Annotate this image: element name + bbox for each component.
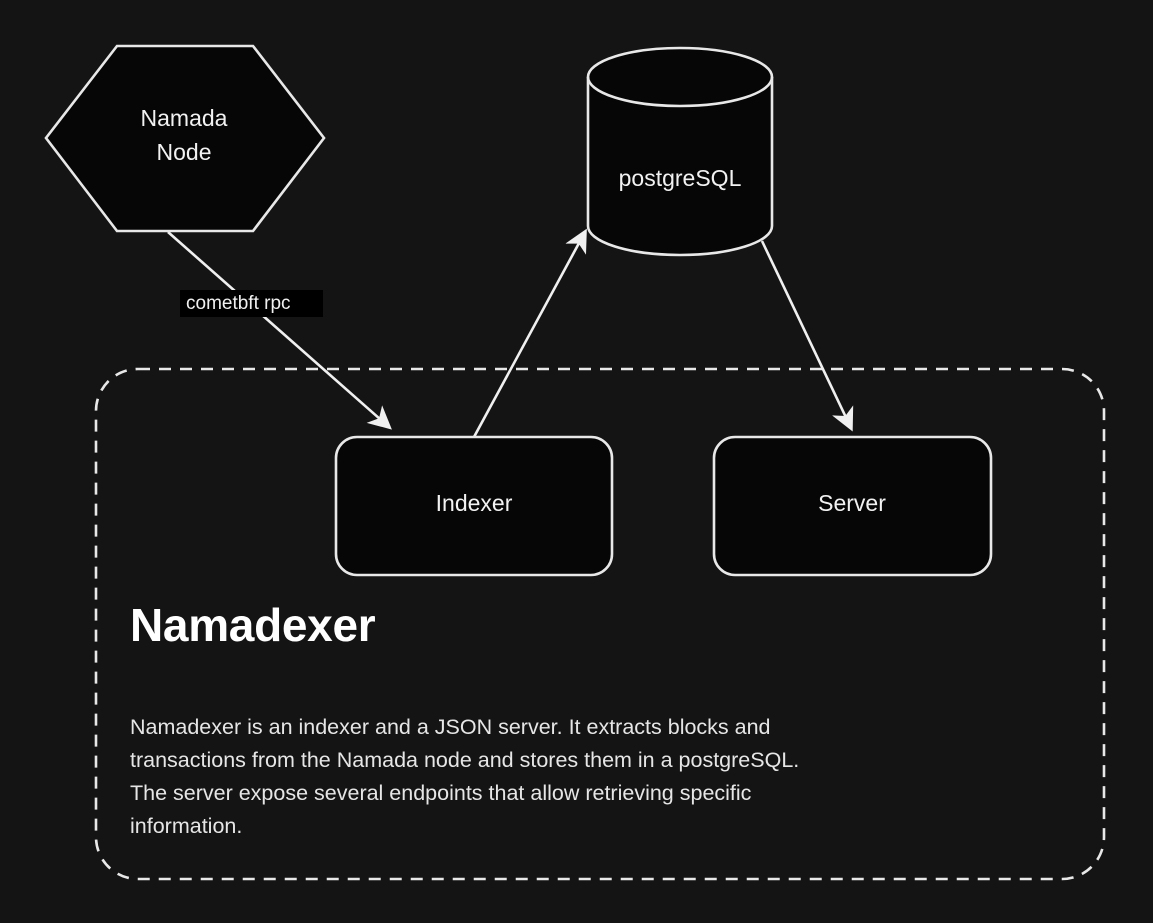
node-indexer-label: Indexer xyxy=(436,490,513,516)
edge-namada-node-to-indexer xyxy=(167,231,392,430)
edge-label-cometbft-rpc: cometbft rpc xyxy=(180,290,323,317)
cluster-description-line-4: information. xyxy=(130,814,243,838)
cylinder-body xyxy=(586,46,774,257)
node-namada-node-label-line2: Node xyxy=(157,139,212,165)
edge-label-background xyxy=(180,290,323,317)
indexer-box xyxy=(334,435,614,577)
cluster-namadexer-border xyxy=(94,367,1106,881)
cluster-description-line-1: Namadexer is an indexer and a JSON serve… xyxy=(130,715,771,739)
node-namada-node-label-line1: Namada xyxy=(141,105,228,131)
node-indexer[interactable]: Indexer xyxy=(334,435,614,577)
cluster-description: Namadexer is an indexer and a JSON serve… xyxy=(130,711,1010,843)
cluster-description-line-2: transactions from the Namada node and st… xyxy=(130,748,800,772)
edge-indexer-to-postgresql xyxy=(472,228,587,438)
node-server[interactable]: Server xyxy=(712,435,993,577)
hexagon-shape xyxy=(44,44,326,233)
edge-postgresql-to-server xyxy=(760,240,854,432)
cluster-title-namadexer: Namadexer xyxy=(130,599,376,651)
node-namada-node[interactable]: Namada Node xyxy=(44,44,326,233)
cylinder-top-ellipse xyxy=(586,76,774,108)
node-postgresql-label: postgreSQL xyxy=(619,165,742,191)
node-server-label: Server xyxy=(818,490,886,516)
server-box xyxy=(712,435,993,577)
edge-label-cometbft-rpc-text: cometbft rpc xyxy=(186,293,291,314)
node-postgresql[interactable]: postgreSQL xyxy=(586,46,774,257)
cluster-description-line-3: The server expose several endpoints that… xyxy=(130,781,752,805)
